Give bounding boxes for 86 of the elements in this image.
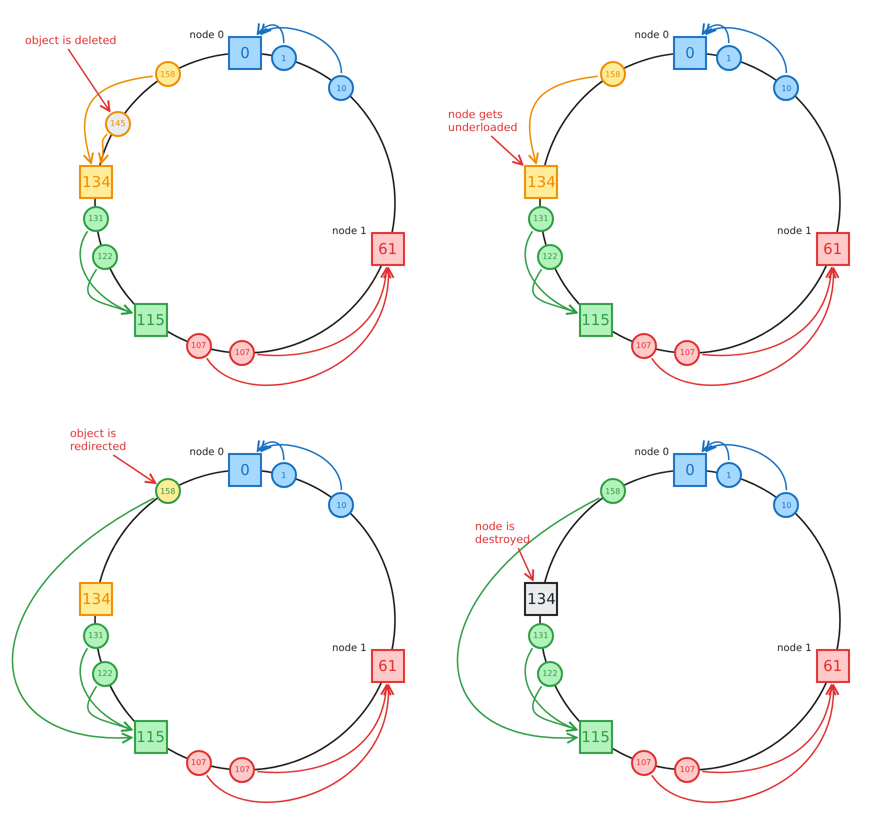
arrow <box>256 22 285 44</box>
arrow <box>206 267 394 386</box>
object-marker: 10 <box>773 492 800 518</box>
object-marker: 158 <box>600 61 626 88</box>
hash-node: 61 <box>816 232 850 266</box>
annotation-arrow <box>112 454 156 484</box>
object-marker: 1 <box>270 45 297 72</box>
annotation-text: node is destroyed <box>475 520 532 546</box>
annotation-arrow <box>518 548 534 582</box>
object-marker: 10 <box>328 492 354 518</box>
object-marker: 122 <box>92 660 118 687</box>
arrow <box>260 23 342 74</box>
object-marker: 131 <box>528 622 554 649</box>
object-marker: 122 <box>92 244 118 270</box>
hash-node: 115 <box>134 302 168 337</box>
node-caption: node 1 <box>332 226 367 238</box>
arrow <box>12 497 155 744</box>
annotation-arrow <box>490 135 524 166</box>
annotation-arrow <box>68 48 110 112</box>
node-caption: node 1 <box>777 226 812 238</box>
hash-node: 115 <box>134 720 168 754</box>
arrow <box>528 75 598 164</box>
arrow <box>79 648 133 732</box>
object-marker: 10 <box>773 75 800 102</box>
arrow <box>206 684 394 803</box>
arrow <box>457 497 600 744</box>
hash-node: 134 <box>79 582 114 616</box>
annotation-text: object is redirected <box>70 427 128 453</box>
arrow <box>702 267 836 356</box>
arrow <box>79 230 133 314</box>
object-marker: 122 <box>536 660 563 687</box>
object-marker: 107 <box>630 750 657 776</box>
object-marker: 107 <box>630 332 657 359</box>
object-marker: 158 <box>154 61 181 88</box>
hash-node: 134 <box>524 582 558 616</box>
arrow <box>651 684 838 803</box>
arrow <box>257 684 391 774</box>
object-marker: 107 <box>186 332 212 359</box>
object-marker: 107 <box>229 756 256 783</box>
object-marker: 158 <box>600 478 626 504</box>
object-marker: 131 <box>528 206 554 232</box>
arrow <box>256 440 285 460</box>
object-marker: 1 <box>716 462 742 488</box>
hash-node: 134 <box>79 165 114 200</box>
hash-node: 115 <box>578 302 613 337</box>
node-caption: node 0 <box>634 30 669 41</box>
node-caption: node 1 <box>777 643 812 654</box>
arrow <box>98 134 109 164</box>
node-caption: node 0 <box>190 30 224 41</box>
annotation-text: object is deleted <box>25 34 118 47</box>
arrow <box>524 648 578 732</box>
arrow <box>702 684 836 774</box>
object-marker: 122 <box>536 244 563 270</box>
arrow <box>651 267 838 386</box>
object-marker: 107 <box>674 756 700 783</box>
arrow <box>257 267 391 356</box>
hash-node: 0 <box>228 453 262 487</box>
object-marker: 131 <box>82 622 109 649</box>
hash-node: 115 <box>578 720 613 754</box>
hash-node: 61 <box>370 232 405 266</box>
hash-node: 61 <box>816 649 850 684</box>
arrow <box>524 230 578 314</box>
hash-node: 0 <box>673 36 707 70</box>
object-marker: 107 <box>229 340 256 366</box>
node-caption: node 0 <box>190 447 224 458</box>
object-marker: 10 <box>328 75 354 102</box>
arrow <box>260 440 342 490</box>
arrow <box>83 75 153 164</box>
node-caption: node 0 <box>634 447 669 458</box>
object-marker: 107 <box>674 340 700 366</box>
object-marker: 158 <box>154 478 181 504</box>
arrow <box>705 23 788 74</box>
object-marker: 107 <box>186 750 212 776</box>
arrow <box>702 22 730 44</box>
object-marker: 131 <box>82 206 109 232</box>
object-marker: 145 <box>104 110 131 136</box>
hash-node: 134 <box>524 165 558 200</box>
object-marker: 1 <box>270 462 297 488</box>
arrow <box>702 440 730 460</box>
object-marker: 1 <box>716 45 742 72</box>
hash-node: 0 <box>228 36 262 70</box>
node-caption: node 1 <box>332 643 367 654</box>
hash-node: 61 <box>370 649 405 684</box>
hash-node: 0 <box>673 453 707 487</box>
annotation-text: node gets underloaded <box>448 108 518 134</box>
arrow <box>705 440 788 490</box>
